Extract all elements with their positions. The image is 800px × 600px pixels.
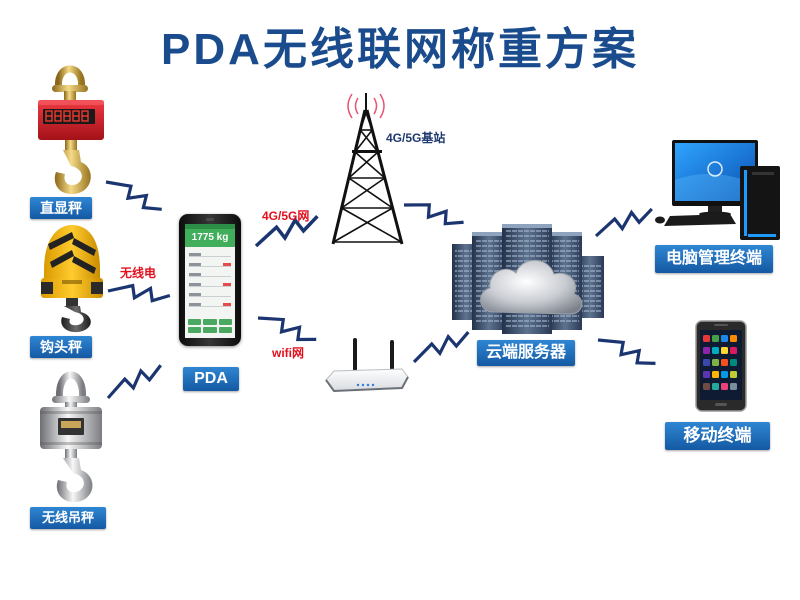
pda-form-row [189,283,231,287]
hook-scale-label: 钩头秤 [30,336,92,358]
app-icon [730,383,737,390]
pda-button [203,327,217,333]
wireless-signal-icon [106,364,162,400]
pc-tower [740,166,780,240]
diagram-title: PDA无线联网称重方案 [161,25,639,74]
pda-button [188,327,202,333]
wireless-crane-scale-icon [40,371,102,503]
cloud-shape [480,259,583,315]
direct-scale-label: 直显秤 [30,197,92,219]
pda-screen: 1775 kg [185,224,235,338]
wireless-signal-icon [254,215,319,248]
hook-scale-housing [41,225,103,298]
pda-button [218,319,232,325]
pda-button [218,327,232,333]
pda-button [188,319,202,325]
radio-wave-signal [347,93,385,119]
scale-body [38,100,104,140]
wireless-signal-icon [594,207,653,238]
smartphone-icon [695,320,747,412]
mobile-terminal-label: 移动终端 [665,422,770,450]
pda-row-label [189,283,201,286]
app-icon [721,347,728,354]
cellular-link-label: 4G/5G网 [262,209,310,223]
wifi-link-label: wifi网 [272,346,304,360]
pda-status-bar [185,224,235,229]
pda-row-label [189,303,201,306]
shackle [52,371,90,408]
led-digits [45,110,89,122]
pda-row-label [189,253,201,256]
router-body [325,368,409,393]
pda-form-row [189,263,231,267]
antenna [353,338,357,372]
pda-form-row [189,293,231,297]
mouse [655,216,665,224]
hook [61,298,91,333]
app-icon [712,347,719,354]
wireless-scale-label: 无线吊秤 [30,507,106,529]
app-icon [721,371,728,378]
hook [54,140,91,195]
pda-form-row [189,303,231,307]
app-icon [703,359,710,366]
app-icon [703,347,710,354]
app-icon [730,359,737,366]
cloud-server-icon [452,224,604,334]
hook [56,449,93,503]
scale-body [40,407,102,449]
desktop-computer-icon [655,140,780,240]
pc-terminal-label: 电脑管理终端 [655,245,773,273]
keyboard [664,214,736,226]
cell-tower-icon [331,93,404,245]
app-icon [730,371,737,378]
pda-form-row [189,253,231,257]
pda-handheld-icon: 1775 kg [179,214,241,346]
pda-row-marker [223,283,231,286]
app-icon [721,335,728,342]
app-icon [712,371,719,378]
app-icon [712,359,719,366]
wireless-signal-icon [597,338,656,365]
pda-row-label [189,293,201,296]
app-icon [703,335,710,342]
wireless-signal-icon [403,203,464,226]
pda-row-marker [223,263,231,266]
pda-camera [206,218,214,221]
pda-form-row [189,273,231,277]
base-station-label: 4G/5G基站 [386,131,446,145]
app-icon [703,383,710,390]
wireless-signal-icon [107,283,171,303]
shackle [52,65,88,101]
direct-display-crane-scale-icon [38,65,104,195]
hook-scale-icon [41,225,103,333]
phone-body [695,320,747,412]
pda-button [203,319,217,325]
app-icon [721,359,728,366]
cloud-server-label: 云端服务器 [477,340,575,366]
pda-label: PDA [183,367,239,391]
app-icon-grid [703,335,737,390]
tower-structure [331,93,404,245]
app-icon [730,347,737,354]
wifi-router-icon [325,338,409,393]
wireless-signal-icon [105,180,162,211]
pda-button-grid [188,319,232,333]
wireless-signal-icon [412,331,470,364]
app-icon [712,335,719,342]
pda-row-label [189,263,201,266]
radio-link-label: 无线电 [120,266,157,280]
pda-weight-display: 1775 kg [185,229,235,247]
pda-row-label [189,273,201,276]
app-icon [721,383,728,390]
wireless-signal-icon [257,316,317,342]
pda-row-marker [223,303,231,306]
app-icon [712,383,719,390]
app-icon [730,335,737,342]
antenna [390,340,394,370]
app-icon [703,371,710,378]
